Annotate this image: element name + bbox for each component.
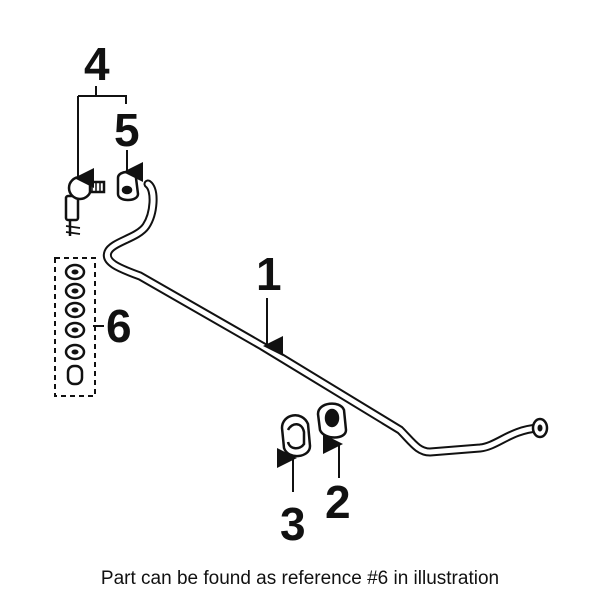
caption: Part can be found as reference #6 in ill… (100, 568, 500, 589)
callout-6: 6 (106, 300, 132, 352)
callout-3: 3 (280, 498, 306, 550)
parts-diagram: 1 2 3 4 5 6 (54, 38, 549, 550)
bushing (316, 402, 348, 439)
bushing-kit (54, 257, 96, 397)
nut (116, 170, 140, 202)
callout-1: 1 (256, 248, 282, 300)
callout-5: 5 (114, 104, 140, 156)
stabilizer-bar (102, 179, 549, 457)
bracket (280, 414, 312, 458)
leader-lines (74, 86, 343, 492)
callout-4: 4 (84, 38, 110, 90)
callout-2: 2 (325, 476, 351, 528)
end-link (64, 175, 106, 236)
